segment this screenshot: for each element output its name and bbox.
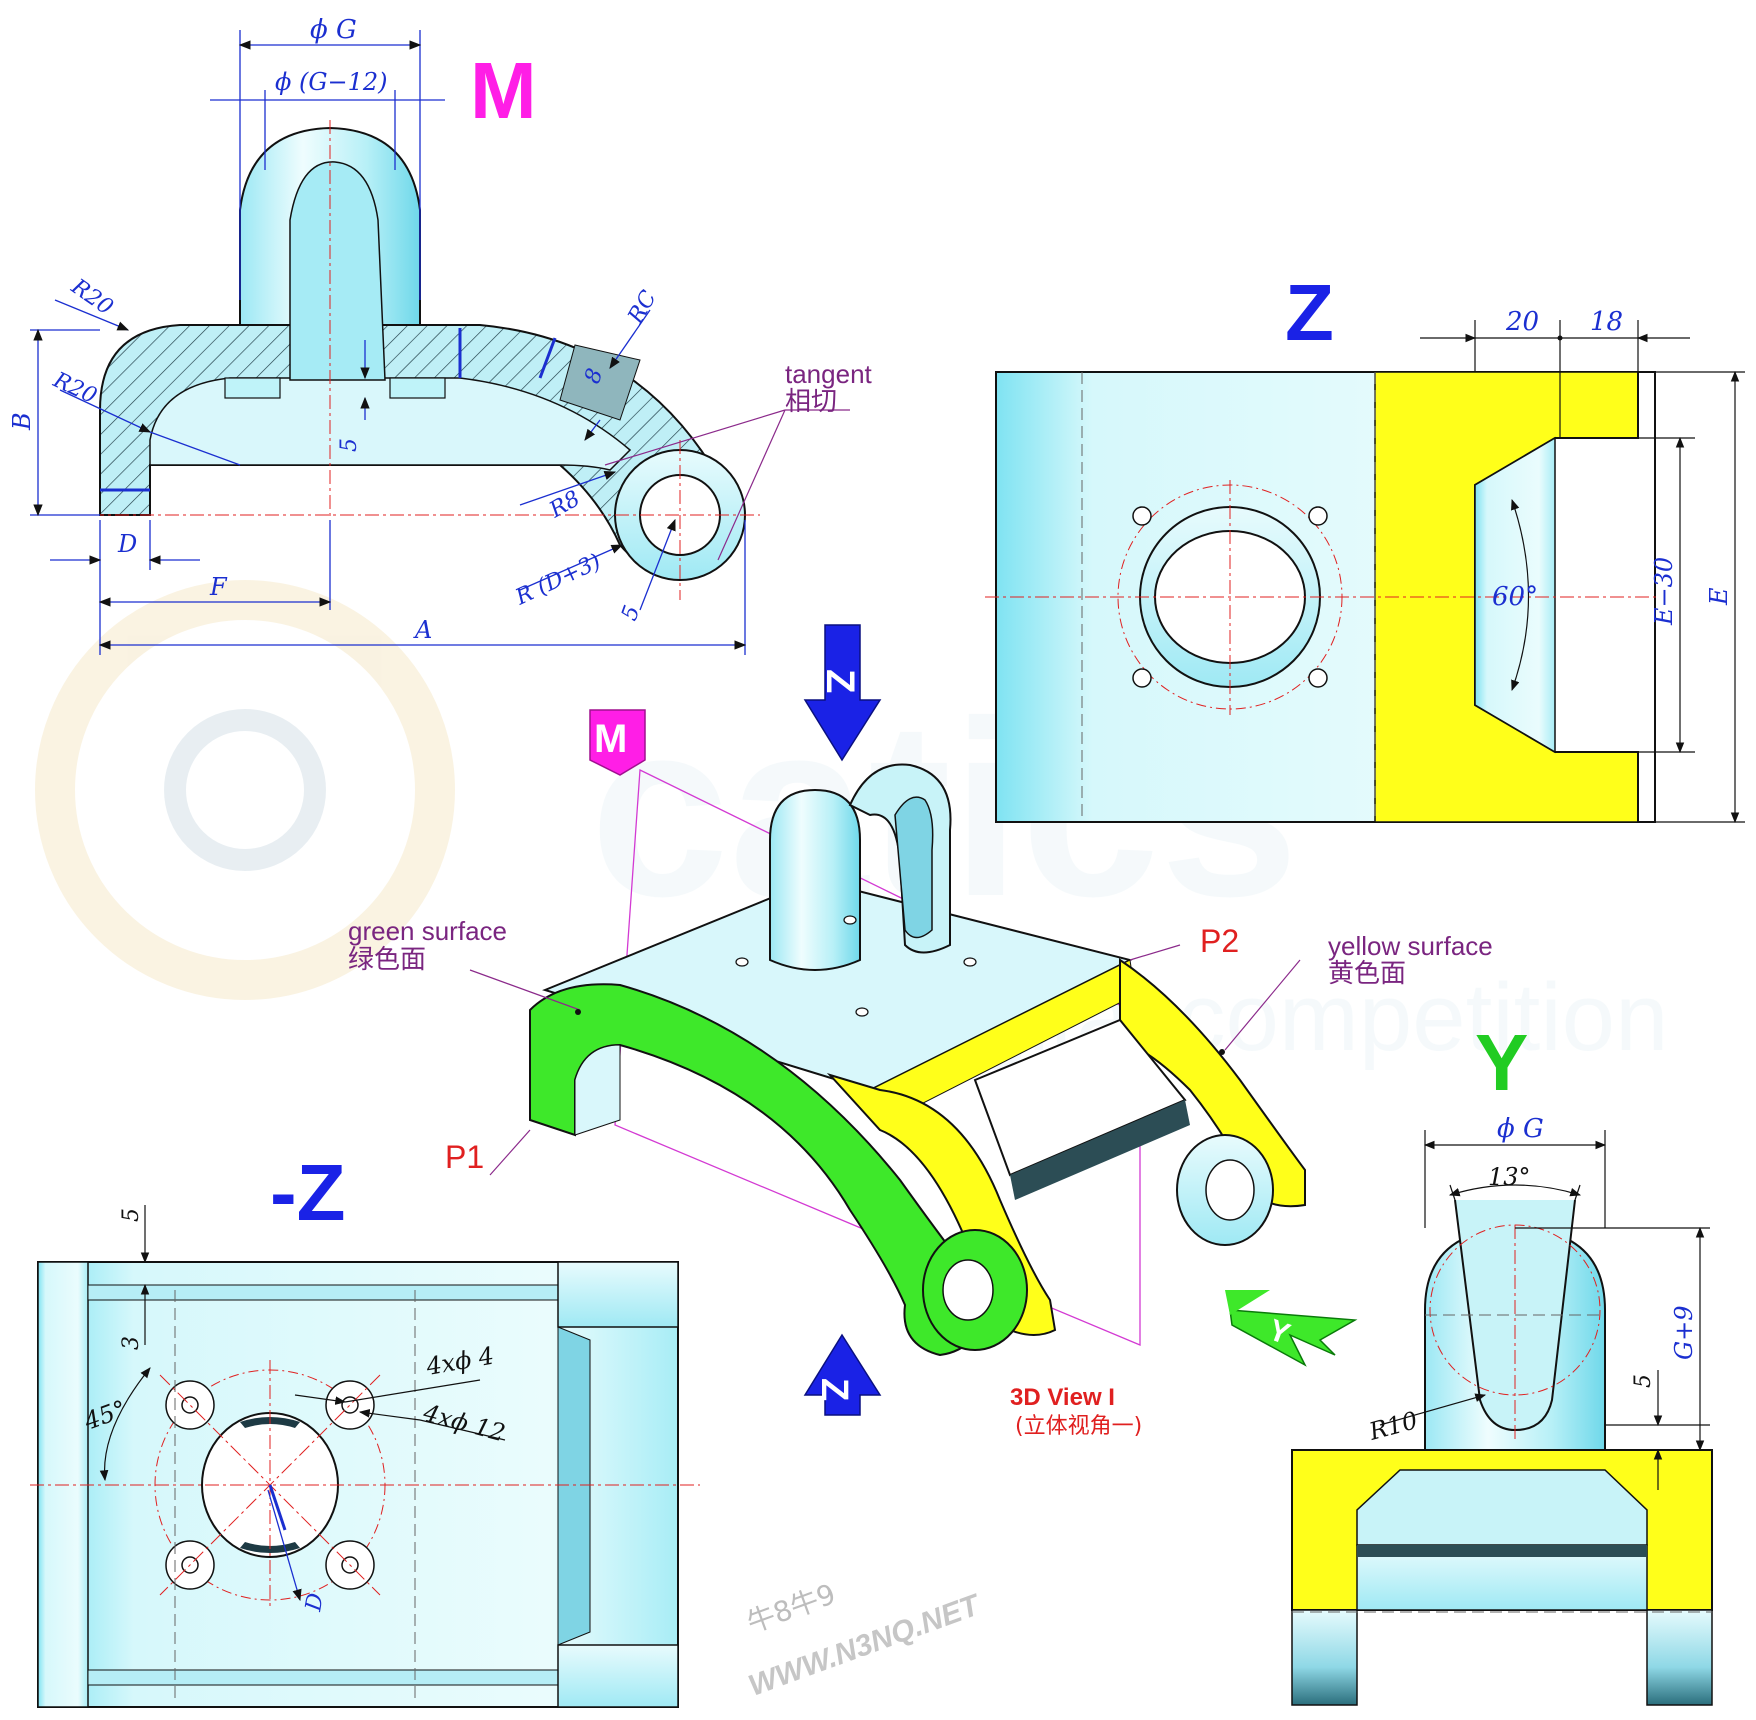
y-dim-5: 5 bbox=[1631, 1374, 1656, 1388]
z-dim-e30: E−30 bbox=[1650, 557, 1678, 626]
z-bolt-hole-3 bbox=[1132, 668, 1152, 688]
m-dim-r8: R8 bbox=[545, 486, 585, 523]
iso-yellow-en: yellow surface bbox=[1328, 931, 1493, 961]
view-neg-z: -Z bbox=[30, 1148, 700, 1708]
negz-dim-5: 5 bbox=[119, 1208, 144, 1222]
view-z: Z bbox=[985, 268, 1745, 824]
iso-arrow-neg-z-bottom-label: Z bbox=[813, 1378, 855, 1401]
m-stub-2 bbox=[538, 337, 557, 379]
negz-dim-d: D bbox=[301, 1591, 329, 1614]
y-slot-shadow bbox=[1357, 1545, 1647, 1557]
iso-arrow-neg-z-bottom: Z bbox=[803, 1333, 882, 1416]
view-y: Y ϕ G 13° G+9 5 bbox=[1291, 1018, 1713, 1706]
m-counterbore-right bbox=[389, 377, 446, 399]
negz-top-rail bbox=[87, 1284, 559, 1301]
m-section-cavity bbox=[149, 377, 632, 471]
site-watermark: 牛8牛9 WWW.N3NQ.NET bbox=[743, 1577, 987, 1703]
iso-yellow-cn: 黄色面 bbox=[1328, 959, 1406, 989]
z-dim-dot bbox=[1557, 335, 1563, 341]
iso-yellow-leg bbox=[1119, 958, 1306, 1208]
m-view-title: M bbox=[470, 46, 537, 135]
iso-ear-slot bbox=[894, 796, 934, 939]
y-chamfer bbox=[1356, 1469, 1648, 1546]
iso-arrow-neg-z-top-label: Z bbox=[818, 669, 862, 693]
iso-opening-shadow bbox=[1010, 1100, 1190, 1200]
y-arc bbox=[1429, 1224, 1601, 1396]
iso-hole-3 bbox=[963, 957, 977, 967]
m-dim-phi-g: ϕ G bbox=[310, 15, 357, 45]
m-slot bbox=[289, 161, 386, 381]
y-dim-phi-g: ϕ G bbox=[1497, 1114, 1544, 1144]
iso-yellow-dot bbox=[1219, 1049, 1225, 1055]
view-m: M ϕ G ϕ (G−12) R20 R20 RC 8 5 B R8 R (D+… bbox=[8, 15, 873, 655]
m-dim-phi-g12: ϕ (G−12) bbox=[275, 68, 388, 96]
m-dim-rc: RC bbox=[623, 286, 662, 328]
m-dim-rd3: R (D+3) bbox=[511, 549, 605, 610]
m-tangent-en: tangent bbox=[785, 359, 873, 389]
m-dim-a: A bbox=[413, 616, 432, 644]
y-leg-left bbox=[1291, 1609, 1358, 1706]
negz-view-title: -Z bbox=[270, 1148, 346, 1237]
z-view-title: Z bbox=[1285, 268, 1334, 357]
iso-green-dot bbox=[575, 1009, 581, 1015]
m-dim-f: F bbox=[209, 573, 228, 601]
z-dim-60: 60° bbox=[1492, 582, 1538, 612]
iso-green-cn: 绿色面 bbox=[348, 945, 426, 975]
z-dim-18: 18 bbox=[1590, 307, 1623, 337]
z-bolt-hole-4 bbox=[1308, 668, 1328, 688]
iso-arrow-neg-z-top: Z bbox=[803, 624, 882, 762]
iso-flag-m-label: M bbox=[594, 717, 627, 761]
iso-p1: P1 bbox=[445, 1139, 484, 1175]
y-view-title: Y bbox=[1475, 1018, 1528, 1107]
iso-hole-4 bbox=[843, 915, 857, 925]
view-iso: Z Z M Y green surface 绿色面 yellow surf bbox=[348, 624, 1493, 1439]
iso-green-en: green surface bbox=[348, 916, 507, 946]
site-watermark-cn: 牛8牛9 bbox=[743, 1577, 840, 1639]
iso-view-subtitle: (立体视角一) bbox=[1015, 1414, 1142, 1439]
negz-lug-top bbox=[557, 1261, 679, 1328]
z-dim-20: 20 bbox=[1505, 307, 1539, 337]
z-bolt-hole-2 bbox=[1308, 506, 1328, 526]
m-counterbore-left bbox=[224, 377, 281, 399]
negz-lug-bottom bbox=[557, 1644, 679, 1708]
y-dim-r10: R10 bbox=[1365, 1406, 1420, 1446]
iso-boss bbox=[769, 788, 861, 971]
m-tangent-cn: 相切 bbox=[785, 387, 837, 417]
iso-hole-2 bbox=[855, 1007, 869, 1017]
m-dim-b: B bbox=[8, 412, 36, 431]
z-dim-e: E bbox=[1705, 587, 1733, 606]
y-dim-g9: G+9 bbox=[1670, 1305, 1698, 1360]
iso-hole-1 bbox=[735, 957, 749, 967]
m-dim-r20-inner: R20 bbox=[49, 367, 101, 409]
negz-side-face bbox=[557, 1326, 591, 1646]
negz-dim-3: 3 bbox=[119, 1336, 144, 1350]
m-dim-r20-top: R20 bbox=[66, 274, 118, 321]
iso-arch-inner-left bbox=[574, 1044, 621, 1136]
z-bolt-hole-1 bbox=[1132, 506, 1152, 526]
iso-ring-right-hole bbox=[1205, 1159, 1255, 1221]
y-leg-right bbox=[1646, 1609, 1713, 1706]
iso-view-title: 3D View I bbox=[1010, 1384, 1115, 1411]
iso-p2: P2 bbox=[1200, 923, 1239, 959]
iso-arrow-y: Y bbox=[1225, 1290, 1358, 1367]
negz-d-stub bbox=[268, 1484, 287, 1531]
watermark-logo-gear bbox=[164, 709, 326, 871]
y-dim-13: 13° bbox=[1488, 1163, 1531, 1191]
m-dim-d: D bbox=[117, 530, 137, 558]
negz-bottom-rail bbox=[87, 1669, 559, 1686]
m-dim-5a: 5 bbox=[337, 438, 362, 452]
iso-flag-m: M bbox=[589, 709, 646, 776]
negz-d-leader bbox=[267, 1489, 302, 1602]
iso-ring-left-hole bbox=[942, 1259, 994, 1321]
